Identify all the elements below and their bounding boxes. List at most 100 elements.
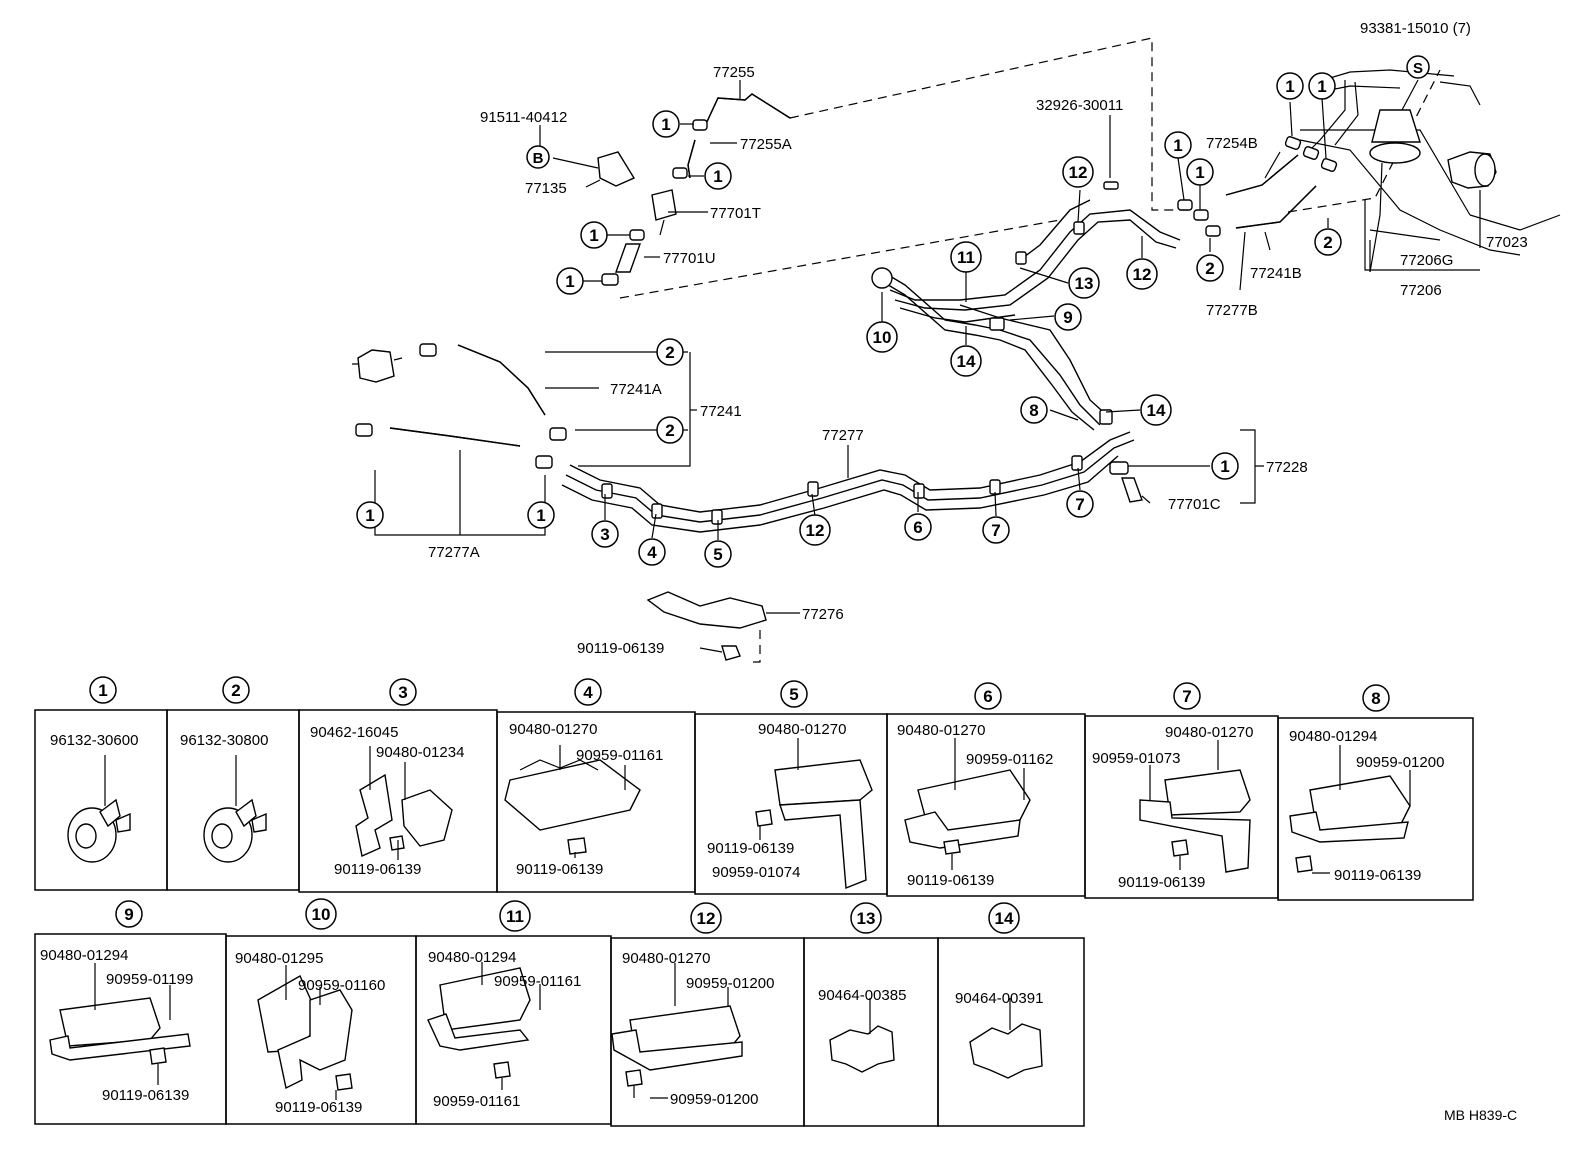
part-label: 77701U [663, 250, 716, 267]
part-label: 90959-01160 [298, 977, 385, 994]
part-label: 90119-06139 [577, 640, 664, 657]
callout-circle: 2 [656, 416, 684, 444]
detail-part-labels: 96132-30600 96132-30800 90462-16045 9048… [40, 721, 1444, 1116]
svg-text:3: 3 [398, 683, 407, 702]
part-label: 90480-01270 [897, 722, 985, 739]
svg-text:14: 14 [1147, 401, 1166, 420]
dashed-reference-lines [619, 37, 1441, 663]
part-label: 90959-01200 [686, 975, 774, 992]
callout-circle: 5 [704, 540, 732, 568]
part-label: 90959-01073 [1092, 750, 1180, 767]
hose-77701C [1109, 461, 1143, 503]
detail-cell-8 [1277, 717, 1474, 901]
callout-circle: 1 [652, 110, 680, 138]
svg-text:B: B [533, 150, 544, 167]
callout-circle: 12 [799, 514, 831, 546]
callout-circle: S [1406, 55, 1430, 79]
svg-text:1: 1 [589, 226, 598, 245]
multi-clamp-drawing [427, 962, 541, 1090]
callout-circle: 1 [527, 501, 555, 529]
svg-text:6: 6 [913, 518, 922, 537]
svg-text:11: 11 [957, 248, 975, 267]
hose-clamp-drawing [67, 755, 131, 863]
part-label: 90959-01074 [712, 864, 800, 881]
svg-text:14: 14 [957, 352, 976, 371]
svg-text:12: 12 [697, 909, 716, 928]
callout-circle: 10 [866, 321, 898, 353]
part-label: 90119-06139 [334, 861, 421, 878]
svg-text:13: 13 [1075, 274, 1094, 293]
part-label: 77135 [525, 180, 567, 197]
part-label: 90480-01294 [40, 947, 128, 964]
part-label: 77241A [610, 381, 662, 398]
svg-text:13: 13 [857, 909, 876, 928]
multi-clamp-drawing [257, 965, 353, 1100]
multi-clamp-drawing [904, 738, 1031, 870]
svg-text:S: S [1413, 60, 1423, 77]
svg-text:11: 11 [506, 907, 524, 926]
part-label: 90959-01200 [670, 1091, 758, 1108]
svg-text:4: 4 [647, 543, 657, 562]
svg-text:1: 1 [1317, 77, 1326, 96]
svg-text:1: 1 [1220, 457, 1229, 476]
part-label: 90480-01295 [235, 950, 323, 967]
svg-text:1: 1 [661, 115, 670, 134]
part-label: 77241 [700, 403, 742, 420]
callout-circle: 1 [556, 267, 584, 295]
callout-circle: 5 [780, 680, 808, 708]
svg-text:2: 2 [665, 343, 674, 362]
callout-circle: 14 [988, 902, 1020, 934]
svg-text:12: 12 [1069, 163, 1088, 182]
svg-text:12: 12 [806, 521, 825, 540]
part-label: 77206G [1400, 252, 1453, 269]
callout-circle: 2 [1314, 228, 1342, 256]
fuel-tube-bundle-lower [561, 431, 1135, 533]
callout-circle: 1 [89, 676, 117, 704]
part-label: 77701T [710, 205, 761, 222]
detail-callouts: 1 2 3 4 5 6 7 8 9 10 11 12 13 14 [89, 676, 1390, 934]
svg-text:7: 7 [1182, 687, 1191, 706]
callout-circle: 1 [1308, 72, 1336, 100]
svg-text:9: 9 [1063, 308, 1072, 327]
svg-text:1: 1 [565, 272, 574, 291]
filler-hoses [1103, 154, 1317, 237]
grommet-drawing [969, 998, 1043, 1079]
svg-text:1: 1 [536, 506, 545, 525]
callout-circle: 3 [591, 520, 619, 548]
upper-part-labels: 93381-15010 (7) 77255 77255A 91511-40412… [428, 20, 1528, 657]
part-label: 90464-00391 [955, 990, 1043, 1007]
part-label: 90119-06139 [707, 840, 794, 857]
svg-text:7: 7 [1075, 495, 1084, 514]
part-label: 77277 [822, 427, 864, 444]
part-label: 90480-01294 [1289, 728, 1377, 745]
part-label: 77277A [428, 544, 480, 561]
part-label: 90119-06139 [907, 872, 994, 889]
part-label: 93381-15010 (7) [1360, 20, 1471, 37]
bracket-77276 [646, 591, 767, 661]
part-label: 90959-01199 [106, 971, 193, 988]
callout-circle: 3 [389, 678, 417, 706]
callout-circle: 12 [1126, 258, 1158, 290]
leader-lines [539, 79, 1481, 653]
svg-text:14: 14 [995, 909, 1014, 928]
svg-text:7: 7 [991, 521, 1000, 540]
bracket-clamp-drawing [355, 746, 453, 860]
svg-text:10: 10 [312, 905, 331, 924]
callout-circle: 14 [1140, 394, 1172, 426]
callout-circle: 2 [1196, 254, 1224, 282]
callout-circle: 4 [638, 538, 666, 566]
part-label: 77277B [1206, 302, 1258, 319]
svg-text:2: 2 [231, 681, 240, 700]
part-label: 90119-06139 [516, 861, 603, 878]
callout-circle: 13 [850, 902, 882, 934]
part-label: 90119-06139 [1334, 867, 1421, 884]
callout-circle: 12 [1062, 156, 1094, 188]
callout-circle: 8 [1362, 684, 1390, 712]
svg-text:8: 8 [1029, 401, 1038, 420]
callout-circle: 11 [950, 241, 982, 273]
part-label: 90480-01294 [428, 949, 516, 966]
callout-circle: B [526, 145, 550, 169]
multi-clamp-drawing [49, 963, 191, 1085]
svg-text:4: 4 [583, 683, 593, 702]
